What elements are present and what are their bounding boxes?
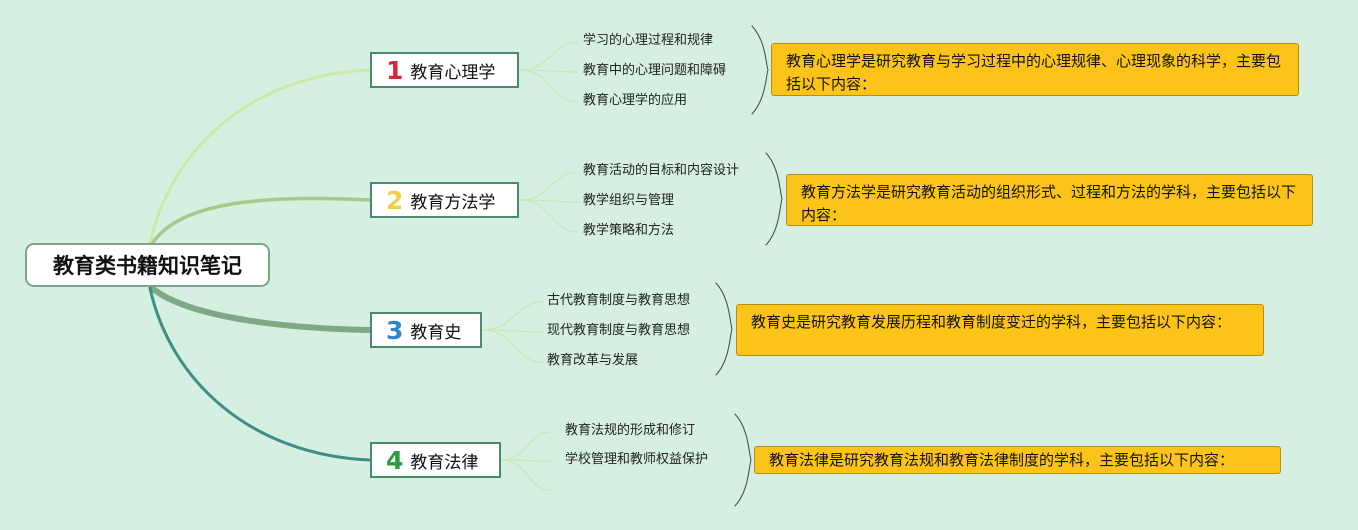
summary-note-4[interactable]: 教育法律是研究教育法规和教育法律制度的学科，主要包括以下内容： — [754, 446, 1281, 474]
subtopic-3-1[interactable]: 古代教育制度与教育思想 — [547, 293, 691, 308]
link-branch-2-sub-3 — [518, 199, 579, 233]
subtopic-1-2[interactable]: 教育中的心理问题和障碍 — [583, 63, 727, 78]
subtopic-4-1[interactable]: 教育法规的形成和修订 — [565, 423, 696, 438]
summary-text-3: 教育史是研究教育发展历程和教育制度变迁的学科，主要包括以下内容： — [751, 313, 1232, 331]
summary-text-1: 教育心理学是研究教育与学习过程中的心理规律、心理现象的科学，主要包括以下内容： — [786, 52, 1282, 93]
summary-note-1[interactable]: 教育心理学是研究教育与学习过程中的心理规律、心理现象的科学，主要包括以下内容： — [771, 43, 1299, 96]
subtopic-2-1[interactable]: 教育活动的目标和内容设计 — [583, 163, 740, 178]
branch-number-1: 1 — [386, 55, 404, 85]
subtopic-3-2[interactable]: 现代教育制度与教育思想 — [547, 323, 691, 338]
link-branch-1-sub-1 — [518, 41, 579, 71]
link-root-branch-2 — [150, 196, 372, 246]
summary-brace-1 — [751, 25, 769, 115]
branch-label-2: 教育方法学 — [410, 192, 496, 213]
branch-topic-1[interactable]: 1 教育心理学 — [370, 52, 519, 88]
link-branch-4-sub-3 — [500, 459, 551, 491]
summary-brace-3 — [715, 282, 733, 376]
link-root-branch-1 — [148, 68, 372, 246]
link-branch-3-sub-3 — [481, 329, 543, 363]
branch-topic-2[interactable]: 2 教育方法学 — [370, 182, 519, 218]
subtopic-1-1[interactable]: 学习的心理过程和规律 — [583, 33, 714, 48]
link-branch-2-sub-1 — [518, 171, 579, 201]
root-topic[interactable]: 教育类书籍知识笔记 — [25, 243, 270, 287]
summary-text-2: 教育方法学是研究教育活动的组织形式、过程和方法的学科，主要包括以下内容： — [801, 183, 1297, 224]
branch-label-3: 教育史 — [410, 322, 462, 343]
subtopic-2-2[interactable]: 教学组织与管理 — [583, 193, 675, 208]
link-branch-4-sub-1 — [500, 431, 551, 461]
summary-note-2[interactable]: 教育方法学是研究教育活动的组织形式、过程和方法的学科，主要包括以下内容： — [786, 174, 1313, 226]
link-root-branch-4 — [148, 286, 372, 462]
summary-note-3[interactable]: 教育史是研究教育发展历程和教育制度变迁的学科，主要包括以下内容： — [736, 304, 1264, 356]
branch-topic-3[interactable]: 3 教育史 — [370, 312, 482, 348]
link-branch-1-sub-3 — [518, 69, 579, 103]
subtopic-1-3[interactable]: 教育心理学的应用 — [583, 93, 688, 108]
branch-label-1: 教育心理学 — [410, 62, 496, 83]
branch-number-3: 3 — [386, 315, 404, 345]
root-topic-label: 教育类书籍知识笔记 — [53, 254, 242, 278]
summary-brace-4 — [734, 413, 752, 507]
summary-text-4: 教育法律是研究教育法规和教育法律制度的学科，主要包括以下内容： — [769, 451, 1235, 469]
link-branch-3-sub-1 — [481, 301, 543, 331]
branch-label-4: 教育法律 — [410, 452, 479, 473]
link-root-branch-3 — [149, 285, 373, 333]
branch-number-4: 4 — [386, 445, 404, 475]
subtopic-4-2[interactable]: 学校管理和教师权益保护 — [565, 452, 709, 467]
summary-brace-2 — [765, 152, 783, 246]
branch-topic-4[interactable]: 4 教育法律 — [370, 442, 501, 478]
subtopic-3-3[interactable]: 教育改革与发展 — [547, 353, 639, 368]
branch-number-2: 2 — [386, 185, 404, 215]
subtopic-2-3[interactable]: 教学策略和方法 — [583, 223, 675, 238]
